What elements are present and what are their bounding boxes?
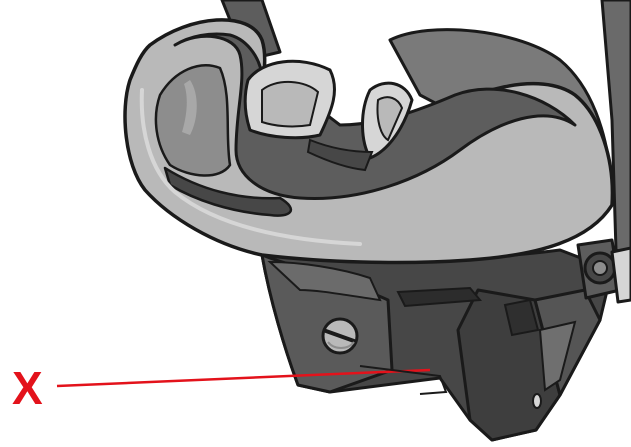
- callout-line: [56, 368, 431, 388]
- harness-pads: [243, 59, 414, 172]
- callout-label: X: [12, 362, 43, 414]
- base-wire: [359, 365, 448, 395]
- rim-highlight: [139, 88, 362, 246]
- seat-base: [260, 248, 614, 442]
- release-knob: [321, 317, 359, 355]
- handle-pivot: [576, 238, 631, 304]
